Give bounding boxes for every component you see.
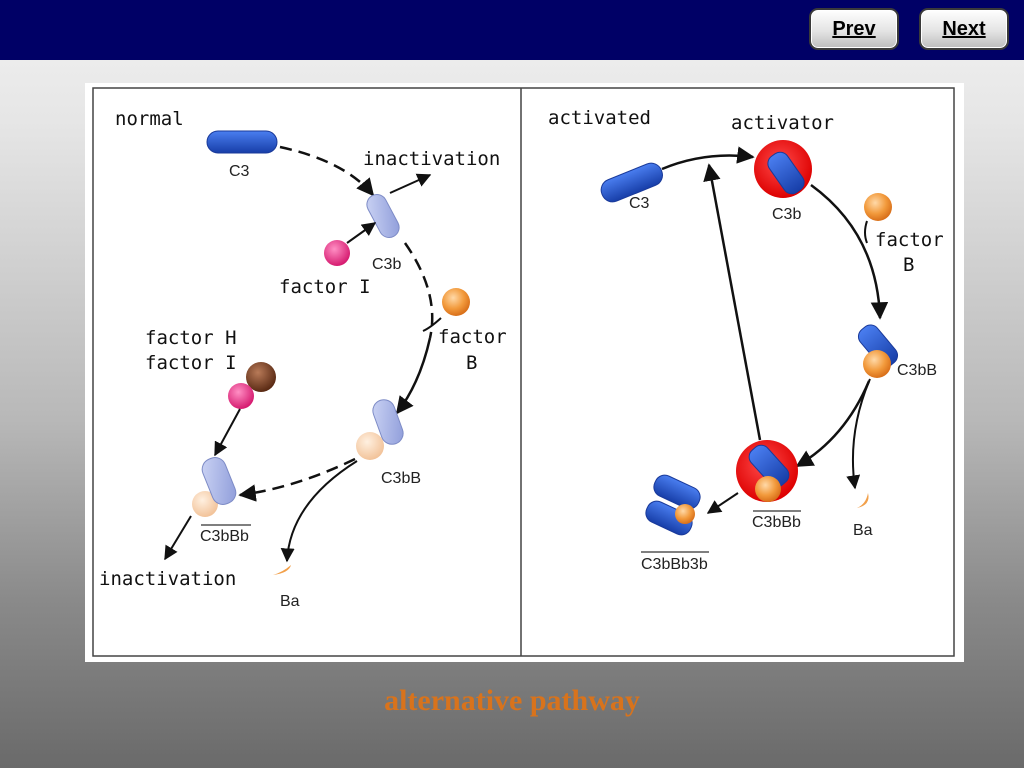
right-panel: activated activator C3 C3b factor B C3bB… <box>548 107 944 573</box>
right-c3bbb3b-shape-1 <box>653 474 701 510</box>
right-c3bb-label: C3bB <box>897 362 937 379</box>
right-c3-label: C3 <box>629 195 650 212</box>
right-c3bbb-shape <box>748 444 790 488</box>
left-factor-b-label-1: factor <box>438 326 507 348</box>
left-heading: normal <box>115 108 184 130</box>
right-arrow-to-c3bb <box>810 183 889 320</box>
left-c3-label: C3 <box>229 163 250 180</box>
right-activator-label: activator <box>731 112 834 134</box>
next-button[interactable]: Next <box>919 8 1009 50</box>
left-arrow-c3-to-c3b <box>279 145 375 197</box>
left-factor-h-label-2: factor I <box>145 352 237 374</box>
right-factor-b-label-1: factor <box>875 229 944 251</box>
right-c3bbb3b-shape-2 <box>645 500 693 536</box>
right-c3bbb3b-label: C3bBb3b <box>641 556 708 573</box>
left-c3-shape <box>206 130 278 154</box>
right-c3b-label: C3b <box>772 206 801 223</box>
right-c3bb-ball <box>863 350 891 378</box>
left-factor-i-label: factor I <box>279 276 371 298</box>
right-c3bbb3b-ball <box>675 504 695 524</box>
left-arrow-to-inactivation-top <box>389 173 432 194</box>
left-arrow-factor-h <box>214 408 241 457</box>
right-ba-shape <box>857 493 869 508</box>
left-c3b-label: C3b <box>372 256 401 273</box>
left-inactivation-top: inactivation <box>363 148 500 170</box>
left-factor-h-ball <box>246 362 276 392</box>
left-c3bb-shape <box>372 399 404 445</box>
left-c3bb-label: C3bB <box>381 470 421 487</box>
left-arrow-factor-i <box>346 222 377 244</box>
right-arrow-feedback <box>703 163 762 441</box>
pathway-diagram: normal C3 C3b inactivation factor I fact… <box>92 87 955 657</box>
left-factor-b-ball <box>442 288 470 316</box>
right-c3b-shape <box>767 151 805 195</box>
left-factor-b-join <box>422 317 442 332</box>
right-c3bbb-label: C3bBb <box>752 514 801 531</box>
right-arrow-to-c3bbb3b <box>706 492 739 514</box>
right-arrow-to-c3bbb <box>795 380 871 468</box>
right-factor-b-ball <box>864 193 892 221</box>
right-factor-b-label-2: B <box>903 254 914 276</box>
left-inactivation-bottom: inactivation <box>99 568 236 590</box>
left-factor-i-ball <box>324 240 350 266</box>
left-arrow-to-c3bbb <box>238 457 356 502</box>
right-heading: activated <box>548 107 651 129</box>
right-ba-label: Ba <box>853 522 873 539</box>
figure-frame <box>92 87 955 657</box>
left-arrow-to-c3bb <box>395 337 432 415</box>
left-factor-h-label-1: factor H <box>145 327 237 349</box>
left-arrow-to-inactivation-bottom <box>164 515 192 561</box>
left-c3bbb-ball <box>192 491 218 517</box>
left-arrow-to-ba <box>280 460 358 563</box>
left-factor-b-label-2: B <box>466 352 477 374</box>
left-ba-label: Ba <box>280 593 300 610</box>
left-dash-c3b-down <box>403 242 434 339</box>
right-factor-b-join <box>864 220 868 244</box>
left-c3bbb-label: C3bBb <box>200 528 249 545</box>
right-c3-shape <box>600 162 663 203</box>
left-factor-i-ball-2 <box>228 383 254 409</box>
left-panel: normal C3 C3b inactivation factor I fact… <box>99 108 507 610</box>
figure-panel: normal C3 C3b inactivation factor I fact… <box>85 83 964 662</box>
left-ba-shape <box>273 565 291 575</box>
left-c3bb-ball <box>356 432 384 460</box>
left-c3b-shape <box>366 194 400 238</box>
right-arrow-c3-to-c3b <box>661 146 755 171</box>
right-c3bbb-ball <box>755 476 781 502</box>
prev-button[interactable]: Prev <box>809 8 899 50</box>
slide-caption: alternative pathway <box>384 684 640 717</box>
left-c3bbb-shape <box>201 457 237 505</box>
